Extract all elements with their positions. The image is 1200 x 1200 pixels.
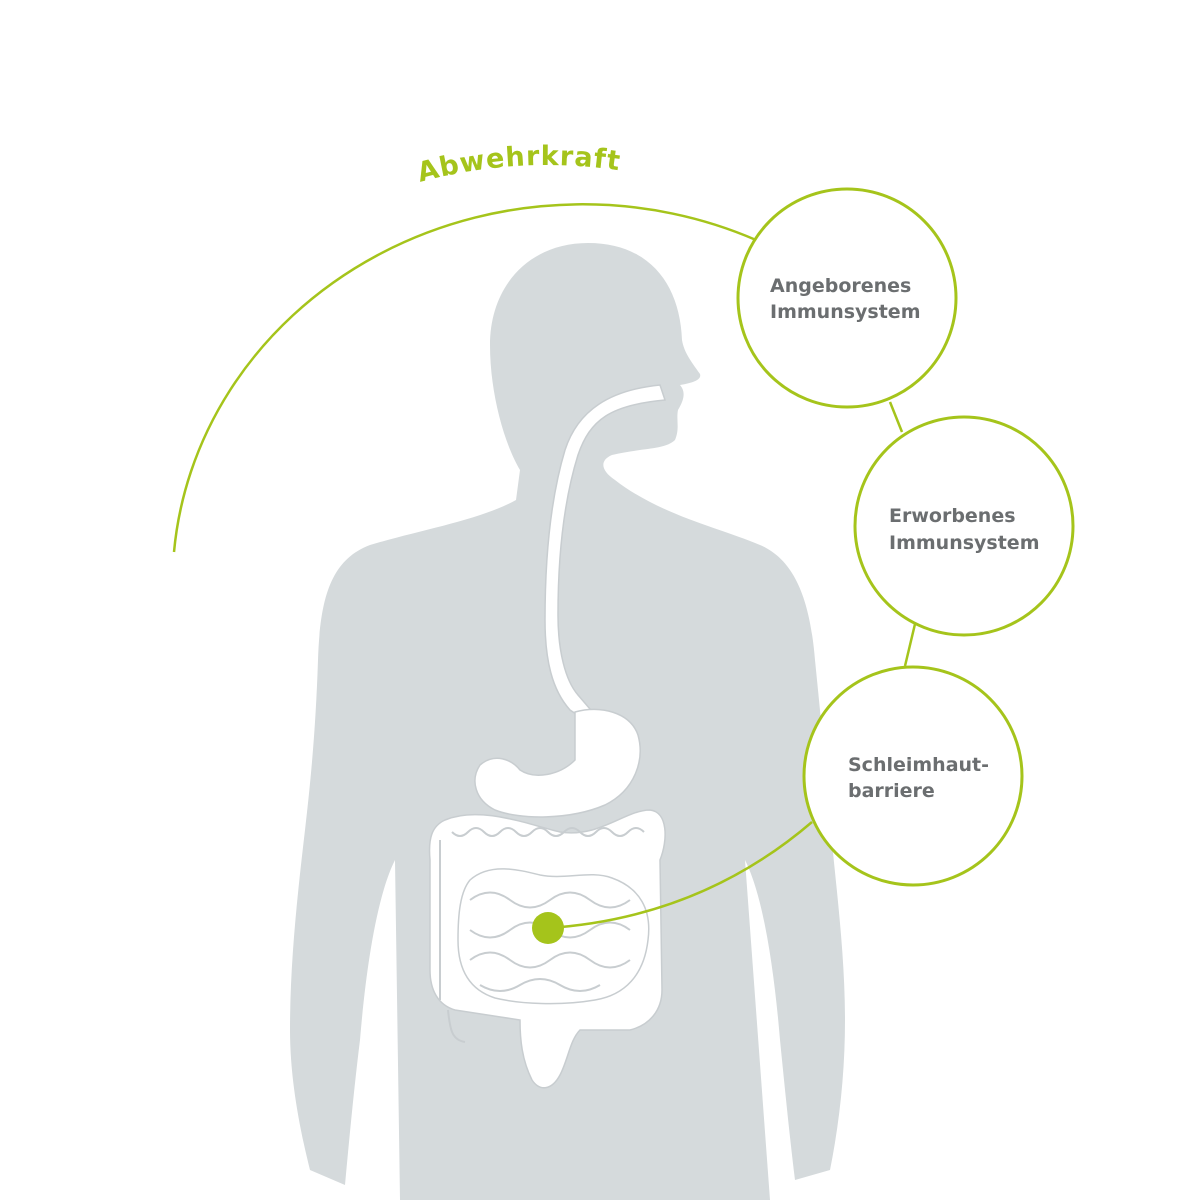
appendix: [447, 1009, 466, 1043]
node-label: Angeborenes: [770, 275, 911, 297]
stomach: [474, 708, 641, 818]
connector-1-2: [888, 401, 904, 433]
arc-label: Abwehrkraft: [414, 141, 623, 189]
connector-gut: [547, 821, 813, 930]
node-acquired-immune-system: Erworbenes Immunsystem: [853, 415, 1075, 637]
connector-2-3: [903, 623, 917, 667]
node-label: barriere: [848, 780, 935, 802]
node-mucosal-barrier: Schleimhaut- barriere: [802, 665, 1024, 887]
head-neck-shape: [290, 243, 845, 1200]
digestive-tract: [428, 384, 667, 1089]
node-circle: [853, 415, 1075, 637]
node-label: Immunsystem: [889, 532, 1040, 554]
node-innate-immune-system: Angeborenes Immunsystem: [736, 187, 958, 409]
node-label: Immunsystem: [770, 301, 921, 323]
body-silhouette: [290, 243, 845, 1200]
node-label: Schleimhaut-: [848, 754, 989, 776]
node-circle: [736, 187, 958, 409]
node-circle: [802, 665, 1024, 887]
gut-marker-dot: [532, 912, 564, 944]
node-label: Erworbenes: [889, 505, 1016, 527]
defense-arc: [172, 203, 757, 553]
